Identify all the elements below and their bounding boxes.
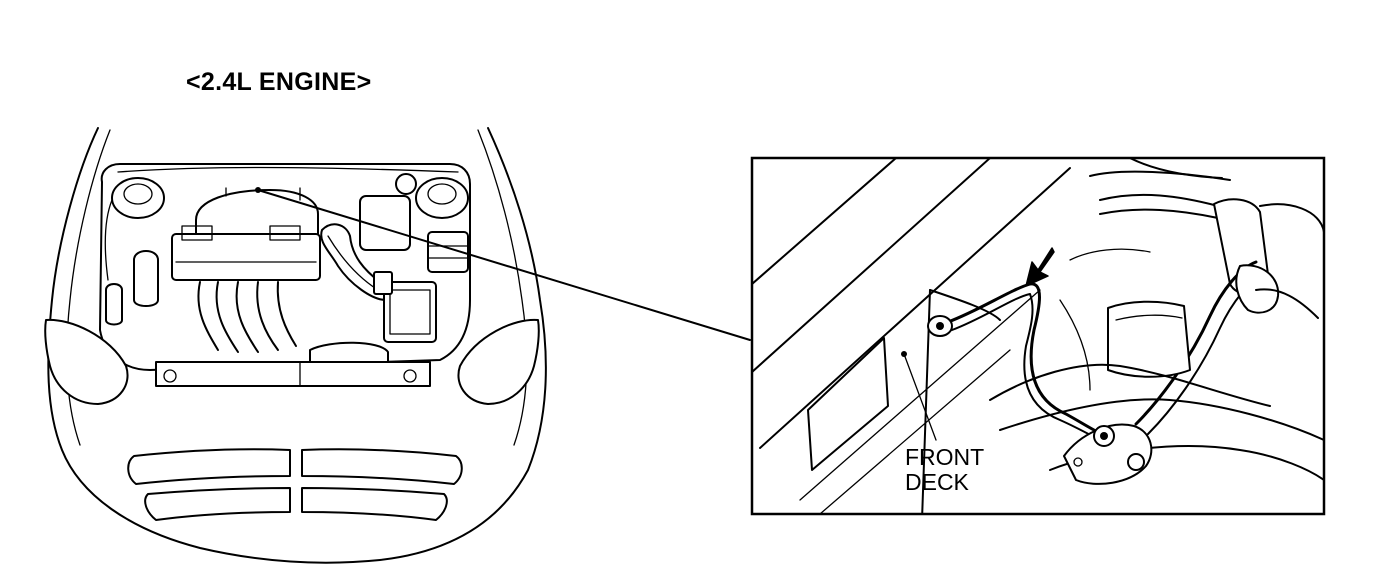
detail-view xyxy=(750,156,1326,516)
car-front-view xyxy=(44,127,547,564)
callout-line-1: FRONT xyxy=(905,444,985,470)
front-deck-label: FRONT DECK xyxy=(905,445,984,495)
callout-line-2: DECK xyxy=(905,469,969,495)
leader-line xyxy=(257,189,751,341)
arrow-down-left-icon xyxy=(1025,247,1055,287)
diagram-title: <2.4L ENGINE> xyxy=(186,68,372,96)
